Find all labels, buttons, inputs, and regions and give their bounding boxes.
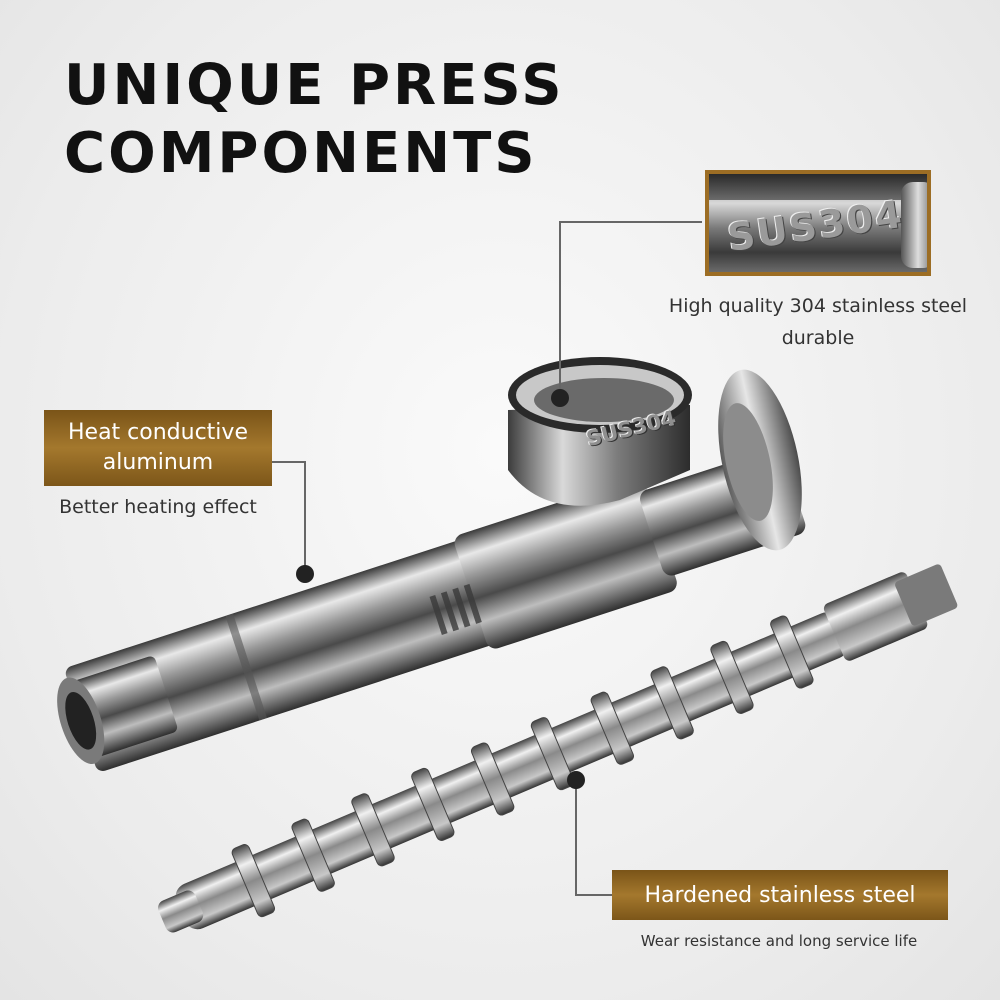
steel-caption-line-1: High quality 304 stainless steel <box>668 295 968 317</box>
screw-caption: Wear resistance and long service life <box>640 932 918 950</box>
page-title: UNIQUE PRESS COMPONENTS <box>64 52 565 188</box>
inset-engraving: SUS304 <box>724 191 907 261</box>
steel-caption-line-2: durable <box>781 327 855 349</box>
sus304-closeup-inset: SUS304 <box>705 170 931 276</box>
screw-label: Hardened stainless steel <box>612 870 948 920</box>
title-line-1: UNIQUE PRESS <box>64 53 565 118</box>
aluminum-label-line-1: Heat conductive <box>68 420 248 445</box>
steel-caption: High quality 304 stainless steel durable <box>640 290 996 354</box>
leader-lines <box>272 221 702 896</box>
title-line-2: COMPONENTS <box>64 121 538 186</box>
aluminum-caption: Better heating effect <box>59 496 257 518</box>
aluminum-label-line-2: aluminum <box>102 450 214 475</box>
aluminum-label: Heat conductive aluminum <box>44 410 272 486</box>
leader-dots <box>296 389 585 789</box>
hardened-screw <box>158 564 958 933</box>
steel-hopper <box>508 357 692 506</box>
inset-knob <box>901 182 927 268</box>
steel-flange <box>718 369 802 551</box>
inset-band <box>709 174 927 200</box>
